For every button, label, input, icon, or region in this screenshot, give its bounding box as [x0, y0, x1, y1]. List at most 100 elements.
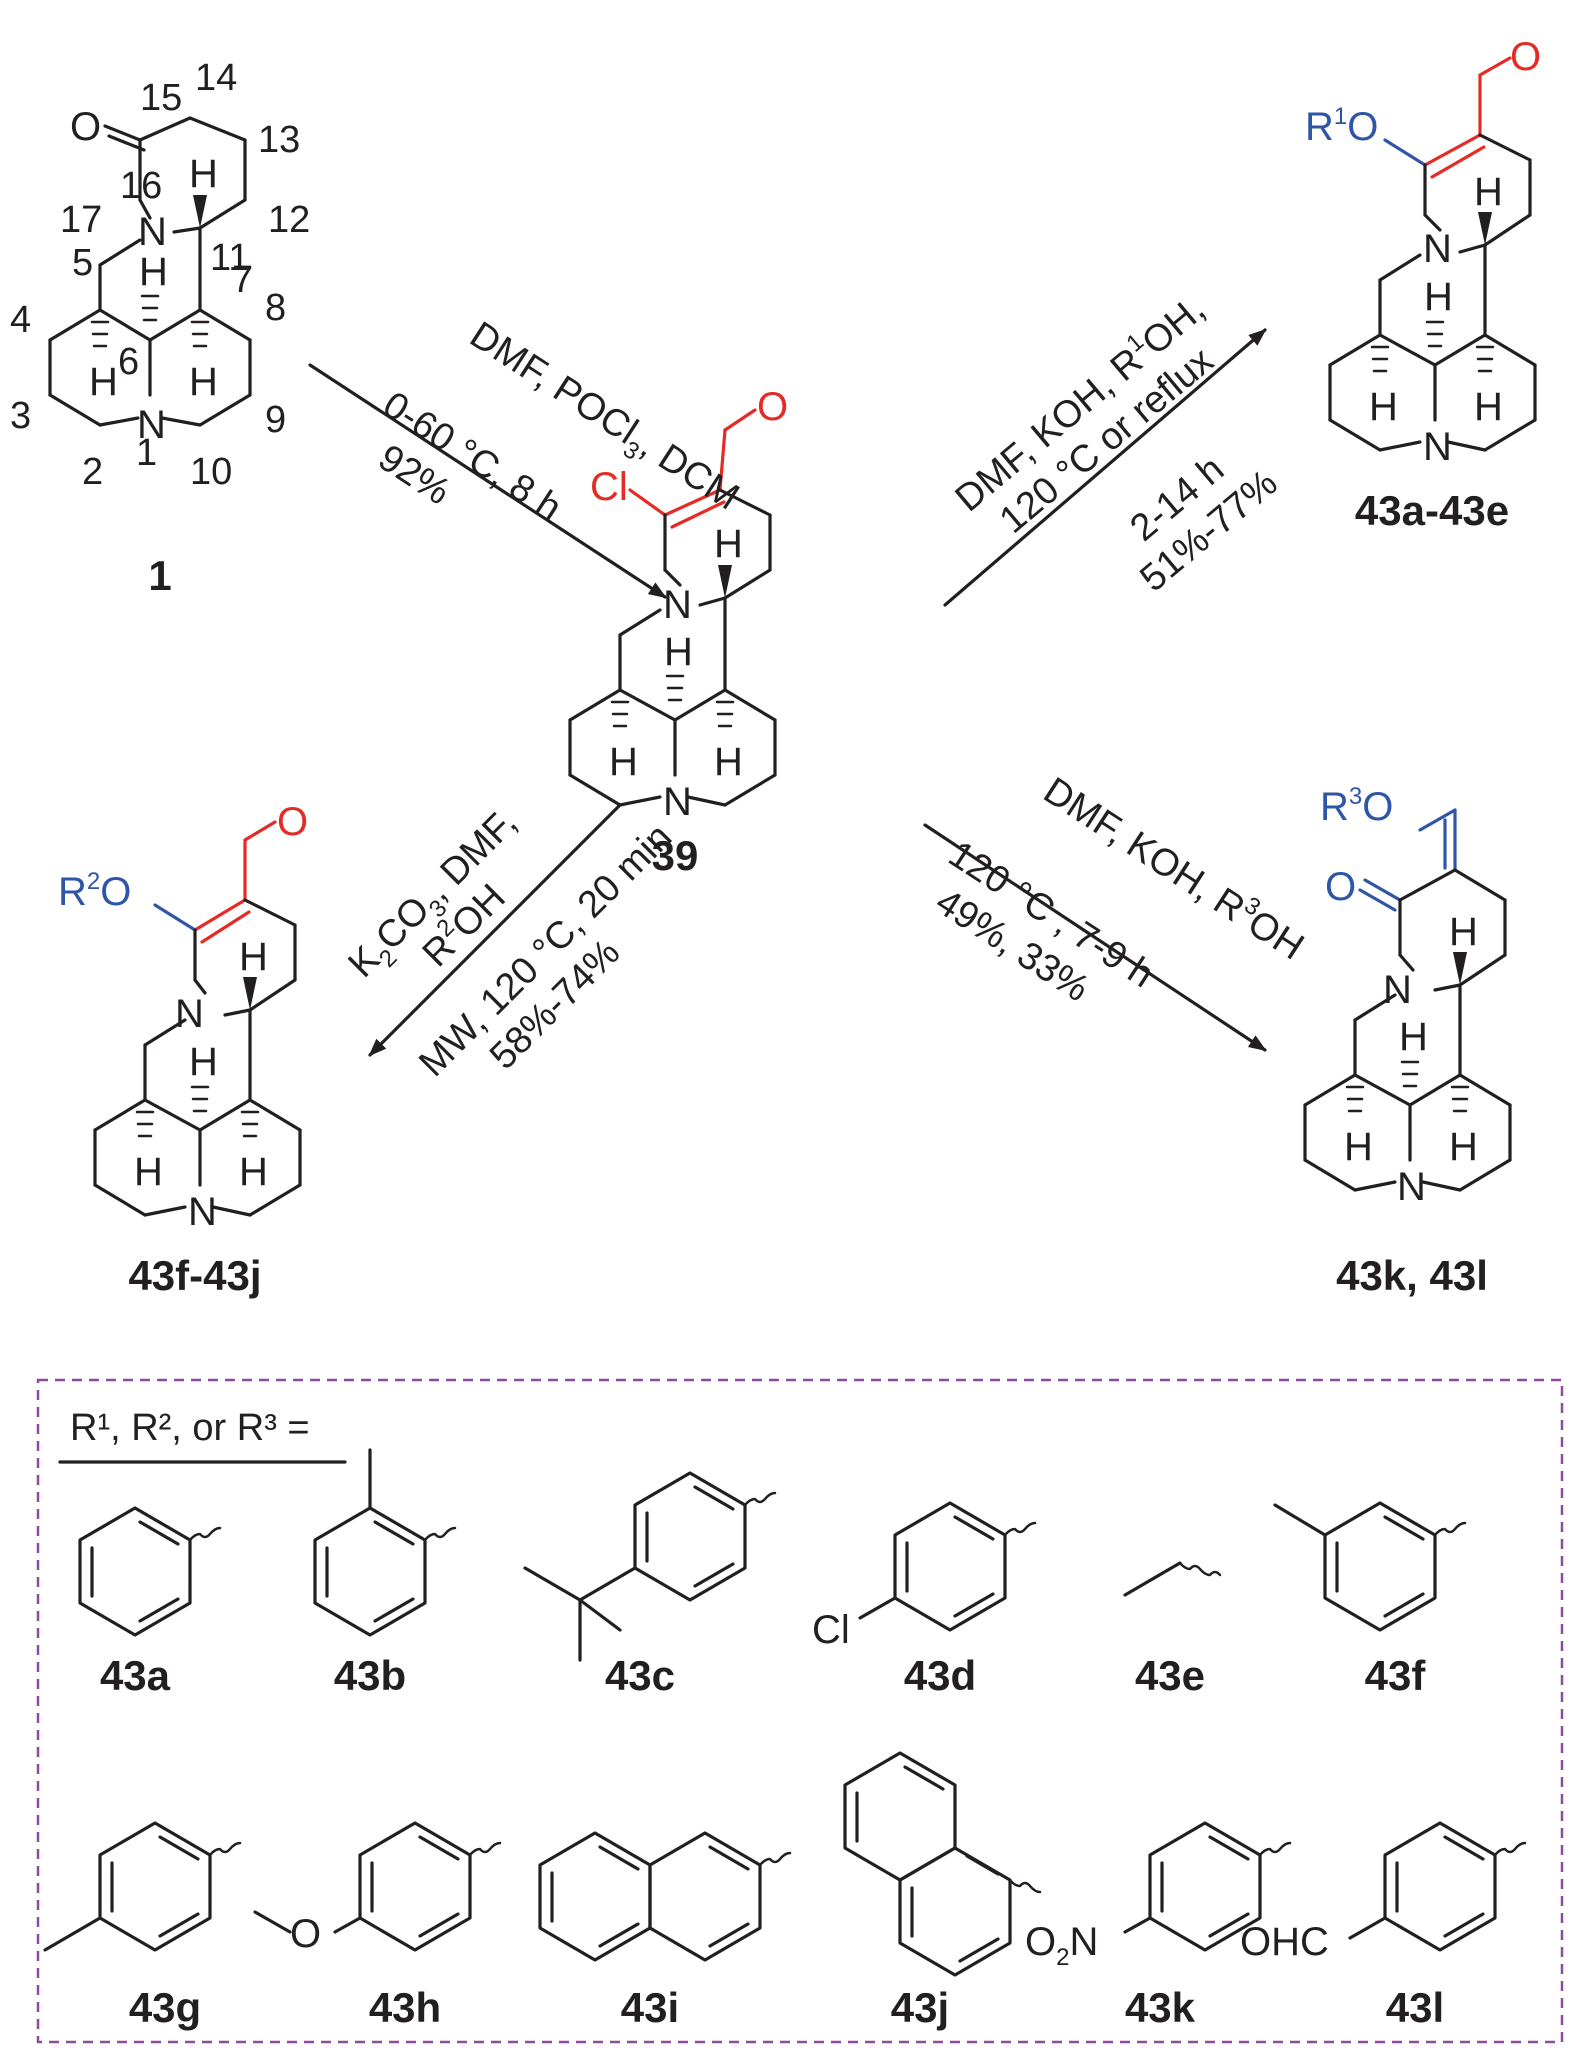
label-43j: 43j	[891, 1984, 949, 2031]
label-43h: 43h	[369, 1984, 441, 2031]
svg-text:12: 12	[268, 199, 310, 241]
svg-text:H: H	[1474, 385, 1503, 429]
svg-text:H: H	[609, 740, 638, 784]
svg-text:N: N	[1397, 1165, 1426, 1209]
compound-43f-43j-structure: O R2O N N H H H H	[58, 800, 308, 1234]
svg-text:4: 4	[10, 299, 31, 341]
svg-text:N: N	[1383, 968, 1412, 1012]
svg-text:13: 13	[258, 119, 300, 161]
svg-text:R3O: R3O	[1320, 783, 1393, 829]
svg-text:O: O	[1325, 865, 1356, 909]
compound-43k-43l-label: 43k, 43l	[1336, 1252, 1488, 1299]
label-43g: 43g	[129, 1984, 201, 2031]
svg-text:3: 3	[10, 395, 31, 437]
substituent-43a	[78, 1506, 222, 1637]
substituent-43c	[523, 1471, 777, 1662]
wavy-bond-icon	[1433, 1521, 1467, 1537]
label-43k: 43k	[1125, 1984, 1196, 2031]
substituent-43g	[43, 1821, 242, 1952]
substituent-43e	[1123, 1561, 1222, 1597]
wavy-bond-icon	[743, 1491, 777, 1507]
compound-1-structure: O N N H H H H 15 14 13 12 11 16 17 5 7 8…	[10, 57, 310, 493]
substituent-header: R¹, R², or R³ =	[70, 1407, 310, 1449]
label-43c: 43c	[605, 1652, 675, 1699]
svg-text:H: H	[1449, 1125, 1478, 1169]
reaction-arrow-icon	[368, 803, 622, 1057]
label-43l: 43l	[1386, 1984, 1444, 2031]
svg-text:14: 14	[195, 57, 237, 99]
wavy-bond-icon	[1493, 1841, 1527, 1857]
wavy-bond-icon	[208, 1841, 242, 1857]
svg-text:O: O	[277, 800, 308, 844]
svg-text:O: O	[757, 385, 788, 429]
svg-text:O2N: O2N	[1025, 1920, 1098, 1971]
label-43b: 43b	[334, 1652, 406, 1699]
svg-text:N: N	[1423, 425, 1452, 469]
svg-text:H: H	[189, 360, 218, 404]
reaction-arrow-icon	[943, 328, 1267, 607]
svg-text:H: H	[189, 1040, 218, 1084]
reaction-arrow-icon	[923, 823, 1267, 1052]
svg-text:H: H	[1399, 1015, 1428, 1059]
svg-text:H: H	[239, 935, 268, 979]
svg-text:H: H	[1449, 910, 1478, 954]
svg-text:5: 5	[72, 242, 93, 284]
svg-text:OHC: OHC	[1240, 1920, 1329, 1964]
svg-text:H: H	[1344, 1125, 1373, 1169]
svg-text:Cl: Cl	[812, 1608, 850, 1652]
compound-39-label: 39	[652, 832, 699, 879]
conditions-step2: DMF, KOH, R1OH, 120 °C or reflux 2-14 h …	[948, 288, 1286, 600]
substituent-43k: O2N	[1025, 1821, 1292, 1971]
svg-text:11: 11	[210, 237, 249, 279]
svg-text:N: N	[188, 1190, 217, 1234]
label-43d: 43d	[904, 1652, 976, 1699]
svg-text:H: H	[1474, 170, 1503, 214]
svg-text:8: 8	[265, 287, 286, 329]
substituent-43l: OHC	[1240, 1821, 1527, 1964]
compound-43a-43e-label: 43a-43e	[1355, 487, 1509, 534]
compound-43k-43l-structure: R3O O N N H H H H	[1303, 783, 1512, 1209]
label-43f: 43f	[1365, 1652, 1427, 1699]
svg-text:9: 9	[265, 399, 286, 441]
label-43e: 43e	[1135, 1652, 1205, 1699]
svg-text:O: O	[1510, 35, 1541, 79]
svg-text:H: H	[134, 1150, 163, 1194]
compound-43f-43j-label: 43f-43j	[128, 1252, 261, 1299]
substituent-43f	[1273, 1501, 1467, 1632]
compound-43a-43e-structure: O R1O N N H H H H	[1305, 35, 1541, 469]
svg-text:N: N	[663, 780, 692, 824]
svg-text:H: H	[664, 630, 693, 674]
svg-text:N: N	[175, 992, 204, 1036]
substituent-43h: O	[253, 1821, 502, 1956]
wavy-bond-icon	[1178, 1561, 1222, 1577]
substituent-43i	[538, 1831, 792, 1962]
wavy-bond-icon	[1258, 1841, 1292, 1857]
svg-text:O: O	[290, 1912, 321, 1956]
wavy-bond-icon	[1008, 1878, 1042, 1894]
conditions-step3: K2CO3, DMF, R2OH MW, 120 °C, 20 min 58%-…	[341, 801, 681, 1084]
svg-text:1: 1	[136, 432, 157, 474]
substituent-43b	[313, 1448, 457, 1637]
svg-text:H: H	[139, 250, 168, 294]
svg-text:H: H	[1424, 275, 1453, 319]
compound-39-structure: Cl O N N H H H H	[568, 385, 788, 824]
svg-text:H: H	[189, 152, 218, 196]
svg-text:H: H	[1369, 385, 1398, 429]
svg-text:17: 17	[60, 199, 102, 241]
reaction-arrow-icon	[308, 363, 667, 599]
wavy-bond-icon	[468, 1841, 502, 1857]
svg-text:15: 15	[140, 77, 182, 119]
substituent-box	[36, 1378, 1564, 2044]
svg-text:R2O: R2O	[58, 868, 131, 914]
wavy-bond-icon	[758, 1851, 792, 1867]
wavy-bond-icon	[188, 1526, 222, 1542]
svg-text:6: 6	[118, 341, 139, 383]
svg-text:R1O: R1O	[1305, 103, 1378, 149]
substituent-43j	[843, 1751, 1042, 1977]
svg-text:H: H	[714, 740, 743, 784]
svg-text:7: 7	[232, 259, 253, 301]
svg-text:H: H	[239, 1150, 268, 1194]
svg-text:10: 10	[190, 451, 232, 493]
wavy-bond-icon	[1003, 1521, 1037, 1537]
